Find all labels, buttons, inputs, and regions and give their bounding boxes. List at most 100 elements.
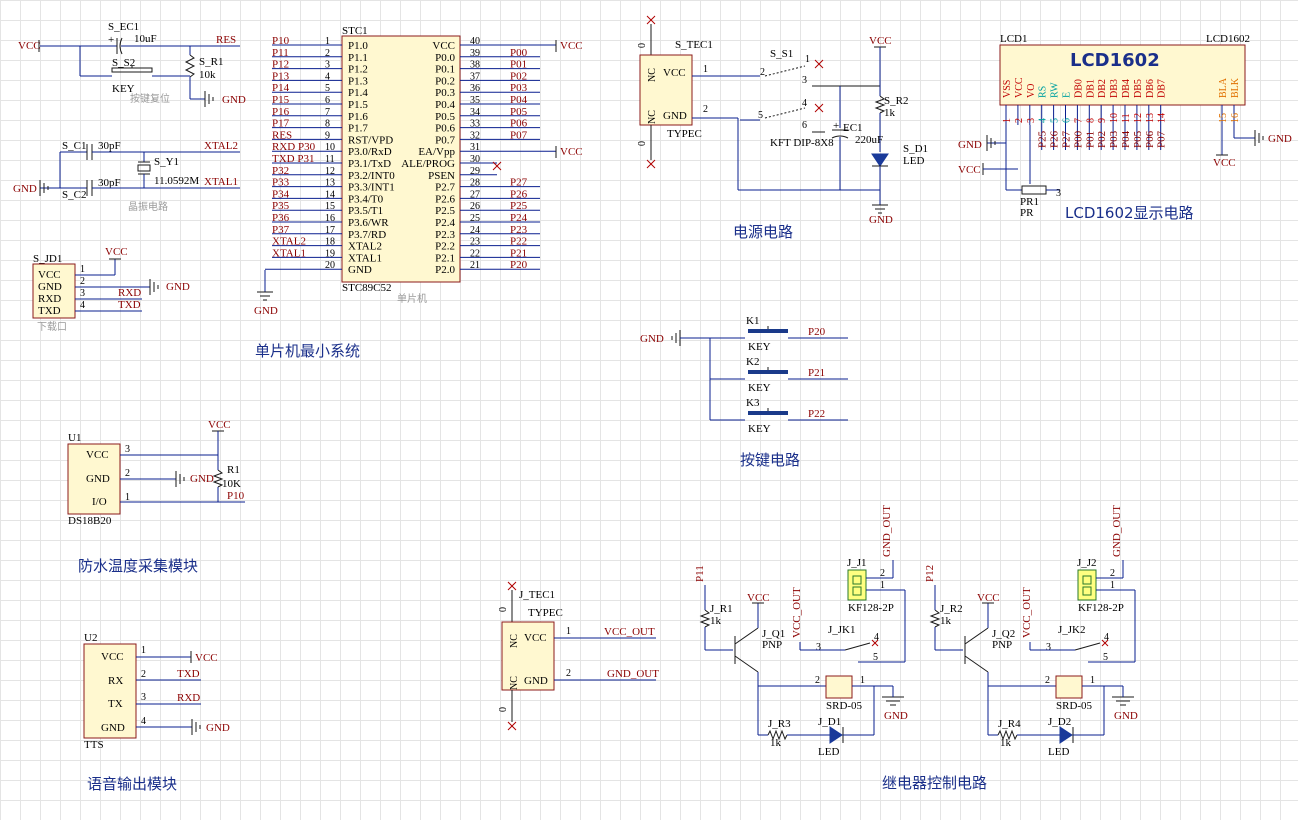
mcu-pin-num: 22 (470, 248, 480, 259)
key-net: P22 (808, 408, 825, 420)
svg-text:4: 4 (141, 716, 146, 727)
ds18b20-vcc-label: VCC (208, 419, 231, 431)
relay-q-value: PNP (992, 639, 1012, 651)
relay-q-value: PNP (762, 639, 782, 651)
typec-out-vcc-label: VCC_OUT (604, 626, 655, 638)
lcd-pin-name: DB3 (1109, 79, 1120, 98)
svg-text:GND: GND (663, 110, 687, 122)
svg-text:1: 1 (566, 626, 571, 637)
mcu-pin-name: P1.7 (348, 123, 368, 135)
svg-text:NC: NC (509, 676, 520, 690)
svg-text:2: 2 (141, 669, 146, 680)
lcd-pin-num: 4 (1038, 118, 1049, 123)
mcu-pin-name: P2.7 (435, 182, 455, 194)
lcd-pin-net: P05 (1132, 130, 1144, 148)
svg-text:4: 4 (802, 98, 807, 109)
lcd-pin-name: DB4 (1121, 79, 1132, 98)
power-gnd-label: GND (869, 214, 893, 226)
lcd-pin-num: 6 (1062, 118, 1073, 123)
mcu-pin-net: P33 (272, 177, 290, 189)
section-title-voice: 语音输出模块 (87, 775, 177, 793)
mcu-pin-num: 21 (470, 260, 480, 271)
svg-text:1: 1 (860, 675, 865, 686)
mcu-pin-name: P1.0 (348, 40, 368, 52)
mcu-pin-name: VCC (432, 40, 455, 52)
mcu-pin-name: P3.7/RD (348, 229, 386, 241)
mcu-pin-net: P37 (272, 224, 290, 236)
section-title-relay: 继电器控制电路 (882, 774, 987, 792)
mcu-pin-num: 10 (325, 142, 335, 153)
mcu-pin-num: 9 (325, 130, 330, 141)
lcd-pin-name: BLA (1218, 77, 1229, 98)
lcd-pin-num: 3 (1026, 118, 1037, 123)
net-label-vcc: VCC (18, 40, 41, 52)
mcu-pin-net: RXD P30 (272, 141, 316, 153)
mcu-pin-name: P1.4 (348, 87, 368, 99)
mcu-pin-name: P0.0 (435, 52, 455, 64)
mcu-pin-name: GND (348, 264, 372, 276)
svg-text:2: 2 (1045, 675, 1050, 686)
power-switch-value: KFT DIP-8X8 (770, 137, 834, 149)
mcu-pin-num: 23 (470, 237, 480, 248)
lcd-pin-num: 9 (1097, 118, 1108, 123)
lcd-pin-num: 5 (1050, 118, 1061, 123)
tts-part: TTS (84, 739, 104, 751)
mcu-pin-num: 38 (470, 60, 480, 71)
reset-circuit: VCC S_EC1 10uF + RES S_S2 KEY S_R1 10k G… (18, 21, 246, 107)
ds18b20-gnd-label: GND (190, 473, 214, 485)
tts-vcc-label: VCC (195, 652, 218, 664)
mcu-pin-num: 35 (470, 95, 480, 106)
svg-text:NC: NC (647, 110, 658, 124)
mcu-pin-name: P0.1 (435, 64, 455, 76)
mcu-caption: 单片机 (397, 292, 427, 305)
relay-gnd-out-label: GND_OUT (1111, 505, 1123, 557)
svg-text:+: + (108, 34, 114, 46)
mcu-pin-name: ALE/PROG (401, 158, 455, 170)
lcd-pin-num: 14 (1157, 113, 1168, 123)
lcd-pot-value: PR (1020, 207, 1034, 219)
mcu-pin-net: P17 (272, 118, 290, 130)
crystal-xtal2-label: XTAL2 (204, 140, 238, 152)
mcu-pin-num: 19 (325, 248, 335, 259)
mcu-pin-num: 13 (325, 178, 335, 189)
crystal-circuit: S_C1 30pF S_C2 30pF GND S_Y1 11.0592M XT… (13, 140, 240, 213)
mcu-pin-num: 1 (325, 36, 330, 47)
power-conn-value: TYPEC (667, 128, 702, 140)
mcu-pin-net: P10 (272, 35, 290, 47)
mcu-ea-vcc-label: VCC (560, 146, 583, 158)
reset-res-ref: S_R1 (199, 56, 223, 68)
relay-d-ref: J_D2 (1048, 716, 1071, 728)
ds18b20-p10-label: P10 (227, 490, 245, 502)
svg-text:0: 0 (498, 707, 509, 712)
mcu-pin-name: P3.6/WR (348, 217, 389, 229)
svg-text:3: 3 (80, 288, 85, 299)
mcu-pin-name: P2.2 (435, 241, 455, 253)
mcu-pin-num: 37 (470, 71, 480, 82)
mcu-pin-num: 14 (325, 189, 335, 200)
svg-text:5: 5 (1103, 652, 1108, 663)
relay-r3-value: 1k (770, 737, 782, 749)
mcu-pin-net: P22 (510, 236, 527, 248)
svg-text:3: 3 (141, 692, 146, 703)
svg-text:2: 2 (760, 67, 765, 78)
reset-switch-value: KEY (112, 83, 135, 95)
mcu-pin-name: P0.2 (435, 75, 455, 87)
crystal-c1-value: 30pF (98, 140, 121, 152)
svg-text:4: 4 (1104, 632, 1109, 643)
mcu-pin-name: P3.3/INT1 (348, 182, 395, 194)
mcu-pin-num: 30 (470, 154, 480, 165)
relay-j-ref: J_J1 (847, 557, 867, 569)
mcu-pin-net: P27 (510, 177, 528, 189)
mcu-pin-net: P23 (510, 224, 528, 236)
relay-r3-value: 1k (1000, 737, 1012, 749)
mcu-pin-name: P1.1 (348, 52, 368, 64)
svg-text:+: + (833, 120, 839, 132)
typec-out-ref: J_TEC1 (519, 589, 555, 601)
lcd-display-label: LCD1602 (1070, 50, 1160, 71)
key-value: KEY (748, 382, 771, 394)
ds18b20-pin-gnd: GND (86, 473, 110, 485)
mcu-pin-name: PSEN (428, 170, 455, 182)
power-res-value: 1k (884, 107, 896, 119)
